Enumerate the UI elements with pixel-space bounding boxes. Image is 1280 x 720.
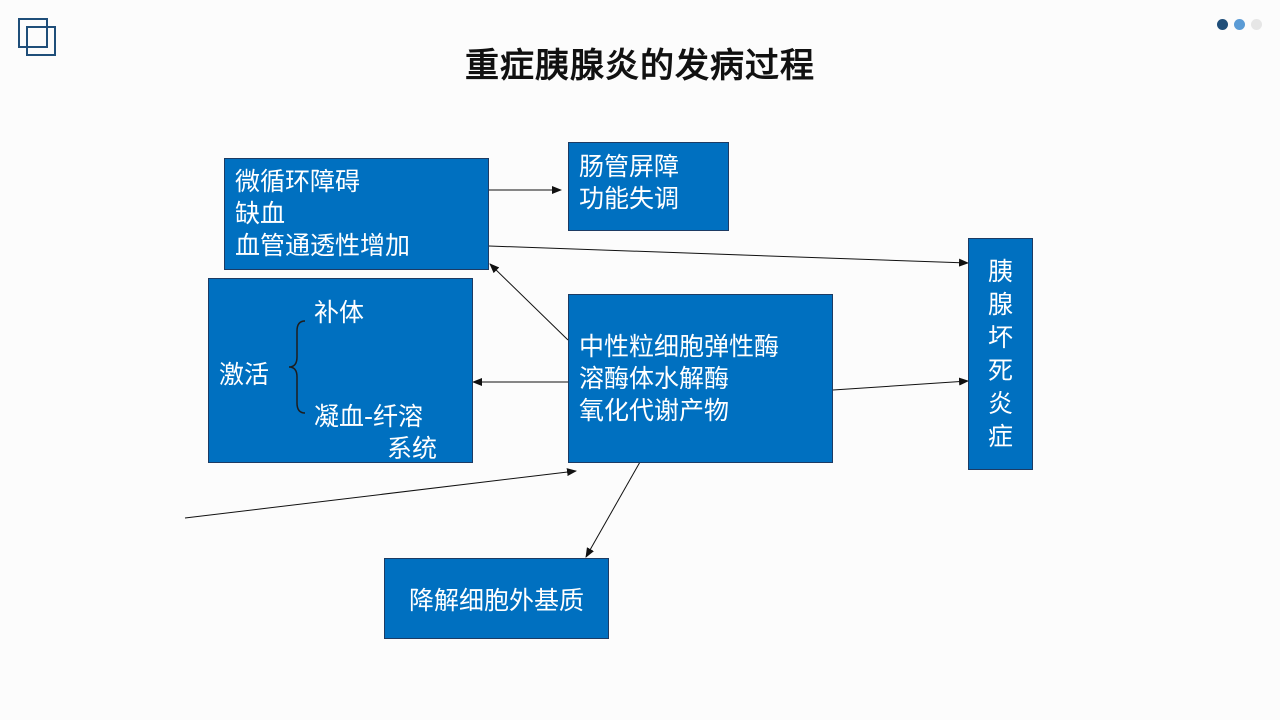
box-line: 微循环障碍 xyxy=(235,167,361,196)
box-line: 肠管屏障 xyxy=(579,152,680,181)
activation-item-system: 系统 xyxy=(387,434,438,463)
box-label: 降解细胞外基质 xyxy=(408,585,584,615)
box-line: 氧化代谢产物 xyxy=(579,396,730,425)
activation-item-complement: 补体 xyxy=(314,298,365,327)
brace-icon xyxy=(288,320,306,414)
box-pancreatic-necrosis: 胰 腺 坏 死 炎 症 xyxy=(968,238,1033,470)
box-char: 腺 xyxy=(987,290,1013,319)
box-activation: 激活 补体 凝血-纤溶 系统 xyxy=(208,278,473,463)
activation-item-coagulation: 凝血-纤溶 xyxy=(314,402,424,431)
box-degrade-ecm: 降解细胞外基质 xyxy=(384,558,609,639)
arrow-input-to-enzymes xyxy=(184,468,577,519)
indicator-dot xyxy=(1234,19,1245,30)
arrow-micro-to-necrosis xyxy=(488,245,969,267)
indicator-dot xyxy=(1217,19,1228,30)
box-char: 症 xyxy=(987,422,1013,451)
box-char: 炎 xyxy=(987,389,1013,418)
activation-label: 激活 xyxy=(219,360,270,389)
logo-icon xyxy=(18,18,56,56)
arrow-enzymes-to-micro xyxy=(489,263,569,341)
box-line: 功能失调 xyxy=(579,184,680,213)
box-char: 胰 xyxy=(987,257,1013,286)
slide-indicator xyxy=(1217,19,1262,30)
box-enzymes: 中性粒细胞弹性酶 溶酶体水解酶 氧化代谢产物 xyxy=(568,294,833,463)
box-line: 缺血 xyxy=(235,199,286,228)
page-title: 重症胰腺炎的发病过程 xyxy=(465,46,815,86)
indicator-dot xyxy=(1251,19,1262,30)
box-microcirculation: 微循环障碍 缺血 血管通透性增加 xyxy=(224,158,489,270)
arrow-enzymes-to-necrosis xyxy=(832,377,969,391)
box-char: 坏 xyxy=(987,323,1013,352)
box-intestinal-barrier: 肠管屏障 功能失调 xyxy=(568,142,729,231)
box-line: 溶酶体水解酶 xyxy=(579,364,730,393)
box-line: 中性粒细胞弹性酶 xyxy=(579,332,780,361)
box-line: 血管通透性增加 xyxy=(235,231,411,260)
box-char: 死 xyxy=(987,356,1013,385)
arrow-enzymes-to-degrade xyxy=(585,461,641,558)
